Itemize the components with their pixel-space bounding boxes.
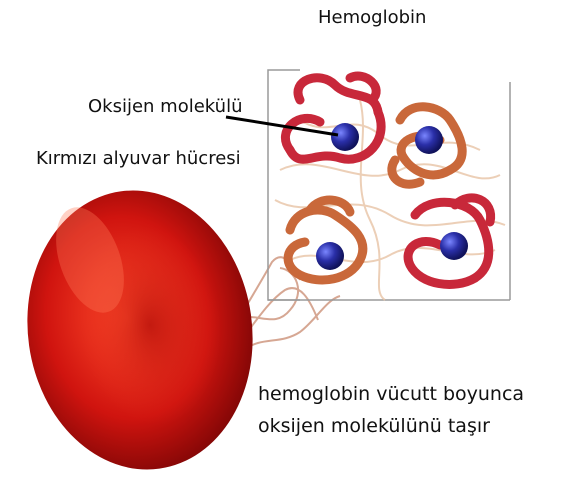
caption-line-1: hemoglobin vücutt boyunca bbox=[258, 383, 524, 405]
red-blood-cell bbox=[10, 176, 271, 481]
oxygen-molecule bbox=[331, 123, 359, 151]
red-blood-cell-label: Kırmızı alyuvar hücresi bbox=[36, 148, 241, 169]
hemoglobin-subunit-red-top bbox=[285, 76, 381, 159]
oxygen-molecule bbox=[415, 126, 443, 154]
oxygen-molecules bbox=[316, 123, 468, 270]
oxygen-molecule-label: Oksijen molekülü bbox=[88, 96, 243, 117]
oxygen-molecule bbox=[440, 232, 468, 260]
caption-line-2: oksijen molekülünü taşır bbox=[258, 415, 490, 437]
hemoglobin-frame bbox=[268, 70, 510, 300]
hemoglobin-label: Hemoglobin bbox=[318, 7, 426, 28]
oxygen-molecule bbox=[316, 242, 344, 270]
